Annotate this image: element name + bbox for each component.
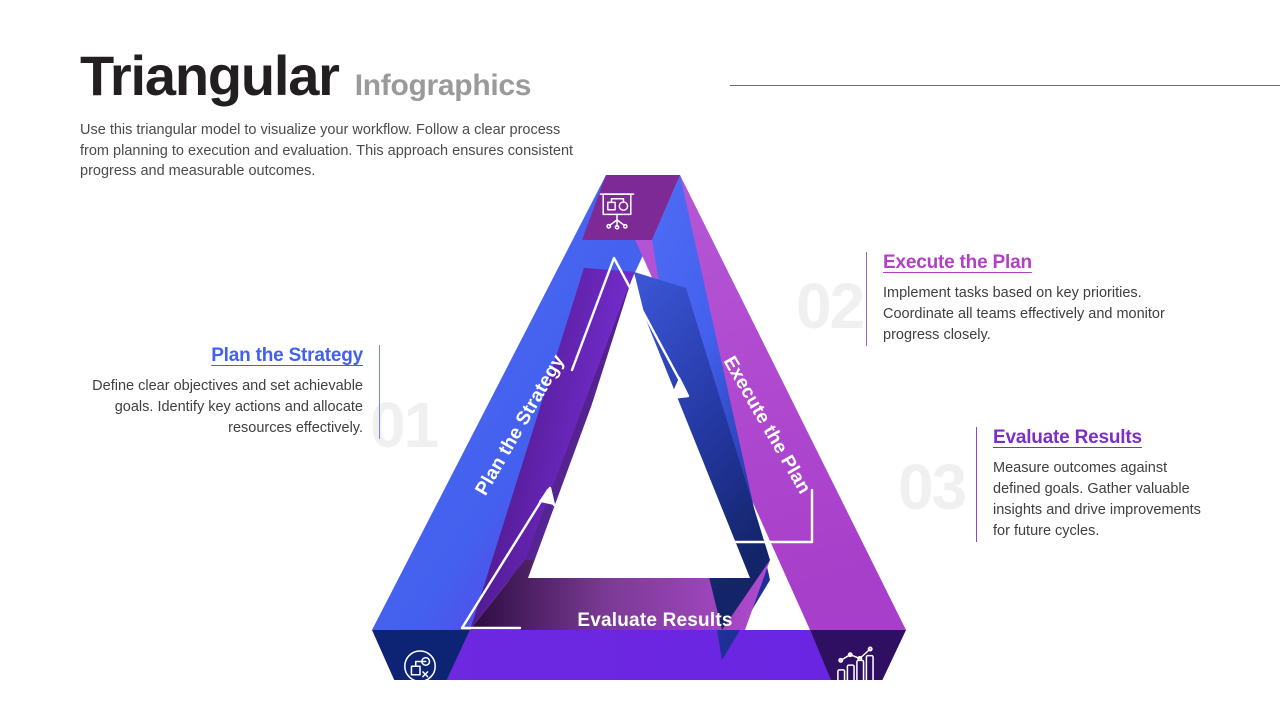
title-main: Triangular	[80, 44, 340, 107]
step-body-02: Implement tasks based on key priorities.…	[883, 284, 1165, 343]
bar-chart-trend-icon	[837, 646, 874, 680]
header: Triangular Infographics Use this triangu…	[80, 48, 780, 196]
step-title-02: Execute the Plan	[883, 252, 1032, 273]
step-body-03: Measure outcomes against defined goals. …	[993, 459, 1201, 539]
header-divider-line	[730, 85, 1280, 86]
presentation-flowchart-icon	[599, 193, 635, 230]
step-block-02[interactable]: 02 Execute the Plan Implement tasks base…	[796, 252, 1196, 346]
arrow-evaluate-to-plan	[460, 488, 550, 630]
band-label-evaluate: Evaluate Results	[577, 610, 732, 631]
arrow-plan-to-execute	[570, 256, 688, 394]
intro-paragraph: Use this triangular model to visualize y…	[80, 122, 574, 180]
page-title: Triangular Infographics	[80, 48, 780, 104]
inner-hole	[528, 290, 750, 578]
band-evaluate-results[interactable]	[420, 630, 855, 680]
flow-arrows	[460, 256, 814, 630]
title-subtitle: Infographics	[354, 69, 532, 102]
step-block-03[interactable]: 03 Evaluate Results Measure outcomes aga…	[898, 427, 1206, 542]
lightbulb-shapes-icon	[404, 650, 436, 680]
step-number-02: 02	[796, 270, 865, 342]
step-block-01[interactable]: 01 Plan the Strategy Define clear object…	[60, 345, 439, 457]
step-body-01: Define clear objectives and set achievab…	[92, 377, 363, 436]
step-title-01: Plan the Strategy	[211, 345, 363, 366]
penrose-triangle-diagram: Plan the Strategy Execute the Plan Evalu…	[372, 175, 906, 680]
arrow-execute-to-evaluate	[668, 488, 814, 544]
step-number-03: 03	[898, 451, 967, 523]
step-title-03: Evaluate Results	[993, 427, 1142, 448]
step-number-01: 01	[370, 389, 439, 461]
